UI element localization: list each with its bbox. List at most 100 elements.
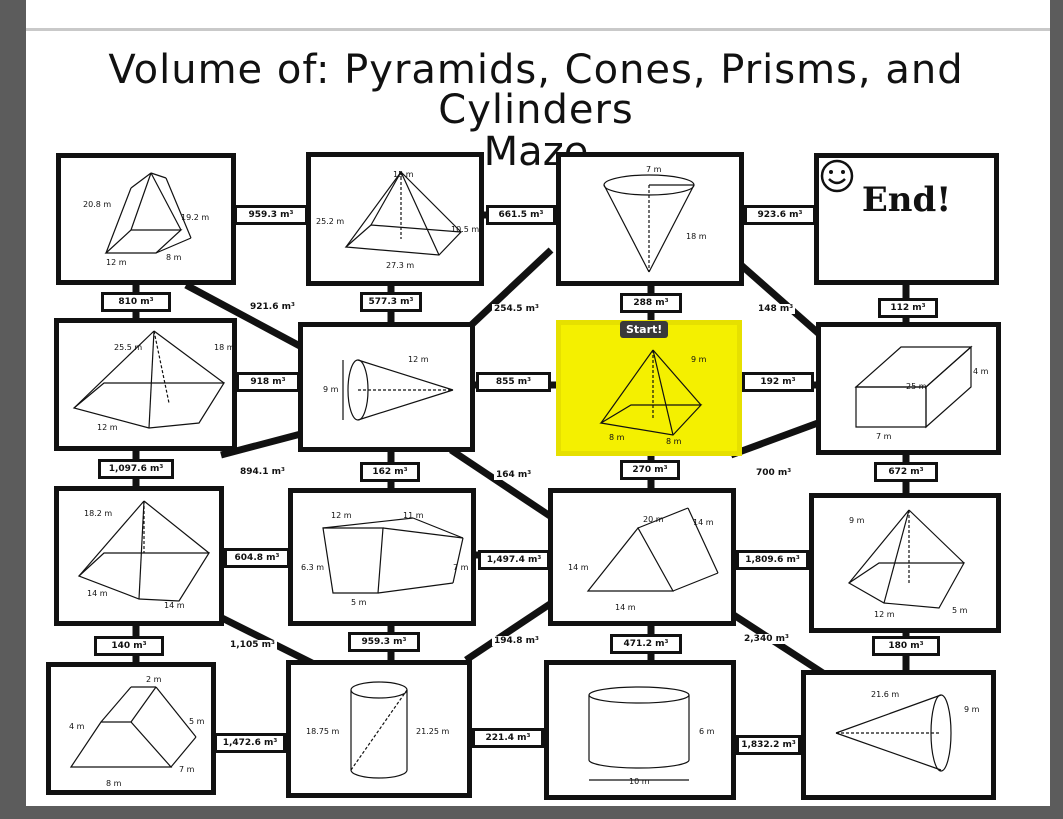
edge-volume-label[interactable]: 918 m³ [236,372,300,392]
edge-volume-label[interactable]: 112 m³ [878,298,938,318]
edge-volume-label[interactable]: 192 m³ [742,372,814,392]
dim-label: 14 m [615,603,636,612]
dim-label: 15 m [393,170,414,179]
maze-cell-cone-sideways[interactable]: 21.6 m 9 m [801,670,996,800]
maze-cell-rectangular-pyramid[interactable]: 9 m 12 m 5 m [809,493,1001,633]
prism-figure [586,507,719,592]
maze-cell-end[interactable]: End! [814,153,999,285]
maze-cell-cylinder[interactable]: 6 m 10 m [544,660,736,800]
maze-cell-square-pyramid[interactable]: 18.2 m 14 m 14 m [54,486,224,626]
smiley-icon [820,159,854,193]
dim-label: 6 m [699,727,715,736]
edge-volume-label[interactable]: 577.3 m³ [360,292,422,312]
pyramid-figure [344,171,463,256]
edge-volume-label[interactable]: 162 m³ [360,462,420,482]
edge-volume-label[interactable]: 1,472.6 m³ [214,733,286,753]
dim-label: 14 m [693,518,714,527]
dim-label: 12 m [408,355,429,364]
dim-label: 5 m [351,598,367,607]
maze-cell-cylinder[interactable]: 18.75 m 21.25 m [286,660,472,798]
edge-volume-label[interactable]: 672 m³ [874,462,938,482]
edge-volume-label[interactable]: 855 m³ [476,372,551,392]
maze-cell-square-pyramid[interactable]: 15 m 25.2 m 10.5 m 27.3 m [306,152,484,286]
dim-label: 18.2 m [84,509,113,518]
dim-label: 20 m [643,515,664,524]
pyramid-figure [77,500,211,602]
dim-label: 4 m [69,722,85,731]
edge-volume-label[interactable]: 604.8 m³ [224,548,290,568]
triangular-prism-figure [104,172,192,254]
diagonal-volume-label[interactable]: 254.5 m³ [492,304,541,314]
dim-label: 27.3 m [386,261,415,270]
dim-label: 12 m [106,258,127,267]
dim-label: 10 m [629,777,650,786]
dim-label: 19.2 m [181,213,210,222]
edge-volume-label[interactable]: 1,097.6 m³ [98,459,174,479]
dim-label: 8 m [666,437,682,446]
worksheet: Volume of: Pyramids, Cones, Prisms, and … [26,0,1050,806]
dim-label: 10.5 m [451,225,480,234]
edge-volume-label[interactable]: 288 m³ [620,293,682,313]
dim-label: 8 m [609,433,625,442]
edge-volume-label[interactable]: 221.4 m³ [472,728,544,748]
dim-label: 7 m [876,432,892,441]
dim-label: 8 m [166,253,182,262]
dim-label: 9 m [691,355,707,364]
dim-label: 25 m [906,382,927,391]
edge-volume-label[interactable]: 1,832.2 m³ [736,735,801,755]
dim-label: 14 m [87,589,108,598]
maze-cell-cone-sideways[interactable]: 12 m 9 m [298,322,475,452]
diagonal-volume-label[interactable]: 921.6 m³ [248,302,297,312]
dim-label: 2 m [146,675,162,684]
diagonal-volume-label[interactable]: 194.8 m³ [492,636,541,646]
edge-volume-label[interactable]: 471.2 m³ [610,634,682,654]
maze-cell-trapezoidal-prism[interactable]: 2 m 4 m 5 m 7 m 8 m [46,662,216,795]
edge-volume-label[interactable]: 270 m³ [620,460,680,480]
maze-cell-triangular-prism[interactable]: 20.8 m 19.2 m 12 m 8 m [56,153,236,285]
edge-volume-label[interactable]: 810 m³ [101,292,171,312]
edge-volume-label[interactable]: 959.3 m³ [348,632,420,652]
maze-cell-start-pyramid[interactable]: Start! 9 m 8 m 8 m [556,320,742,456]
edge-volume-label[interactable]: 1,809.6 m³ [736,550,809,570]
dim-label: 5 m [189,717,205,726]
diagonal-volume-label[interactable]: 2,340 m³ [742,634,791,644]
dim-label: 9 m [849,516,865,525]
maze-cell-cone-inverted[interactable]: 7 m 18 m [556,152,744,286]
worksheet-title: Volume of: Pyramids, Cones, Prisms, and … [56,47,1016,172]
edge-volume-label[interactable]: 1,497.4 m³ [478,550,550,570]
cylinder-figure [588,686,690,781]
edge-volume-label[interactable]: 140 m³ [94,636,164,656]
dim-label: 11 m [403,511,424,520]
dim-label: 25.2 m [316,217,345,226]
dim-label: 14 m [164,601,185,610]
dim-label: 5 m [952,606,968,615]
maze-cell-triangular-prism[interactable]: 20 m 14 m 14 m 14 m [548,488,736,626]
diagonal-volume-label[interactable]: 164 m³ [494,470,534,480]
edge-volume-label[interactable]: 959.3 m³ [234,205,308,225]
prism-figure [322,517,464,594]
dim-label: 18 m [686,232,707,241]
start-badge: Start! [620,321,669,338]
dim-label: 14 m [568,563,589,572]
maze-cell-rectangular-prism[interactable]: 25 m 4 m 7 m [816,322,1001,455]
maze-cell-rectangular-pyramid[interactable]: 25.5 m 18 m 12 m [54,318,237,451]
diagonal-volume-label[interactable]: 894.1 m³ [238,467,287,477]
dim-label: 7 m [179,765,195,774]
dim-label: 25.5 m [114,343,143,352]
maze-cell-trapezoidal-prism[interactable]: 12 m 11 m 6.3 m 7 m 5 m [288,488,476,626]
diagonal-volume-label[interactable]: 1,105 m³ [228,640,277,650]
prism-figure [854,345,973,429]
dim-label: 18.75 m [306,727,340,736]
diagonal-volume-label[interactable]: 148 m³ [756,304,796,314]
cylinder-figure [350,681,408,779]
pyramid-figure [72,330,226,429]
title-line-1: Volume of: Pyramids, Cones, Prisms, and … [108,47,964,133]
cone-figure [835,694,952,772]
edge-volume-label[interactable]: 180 m³ [872,636,940,656]
dim-label: 12 m [874,610,895,619]
edge-volume-label[interactable]: 661.5 m³ [486,205,556,225]
dim-label: 8 m [106,779,122,788]
edge-volume-label[interactable]: 923.6 m³ [744,205,816,225]
dim-label: 12 m [331,511,352,520]
diagonal-volume-label[interactable]: 700 m³ [754,468,794,478]
